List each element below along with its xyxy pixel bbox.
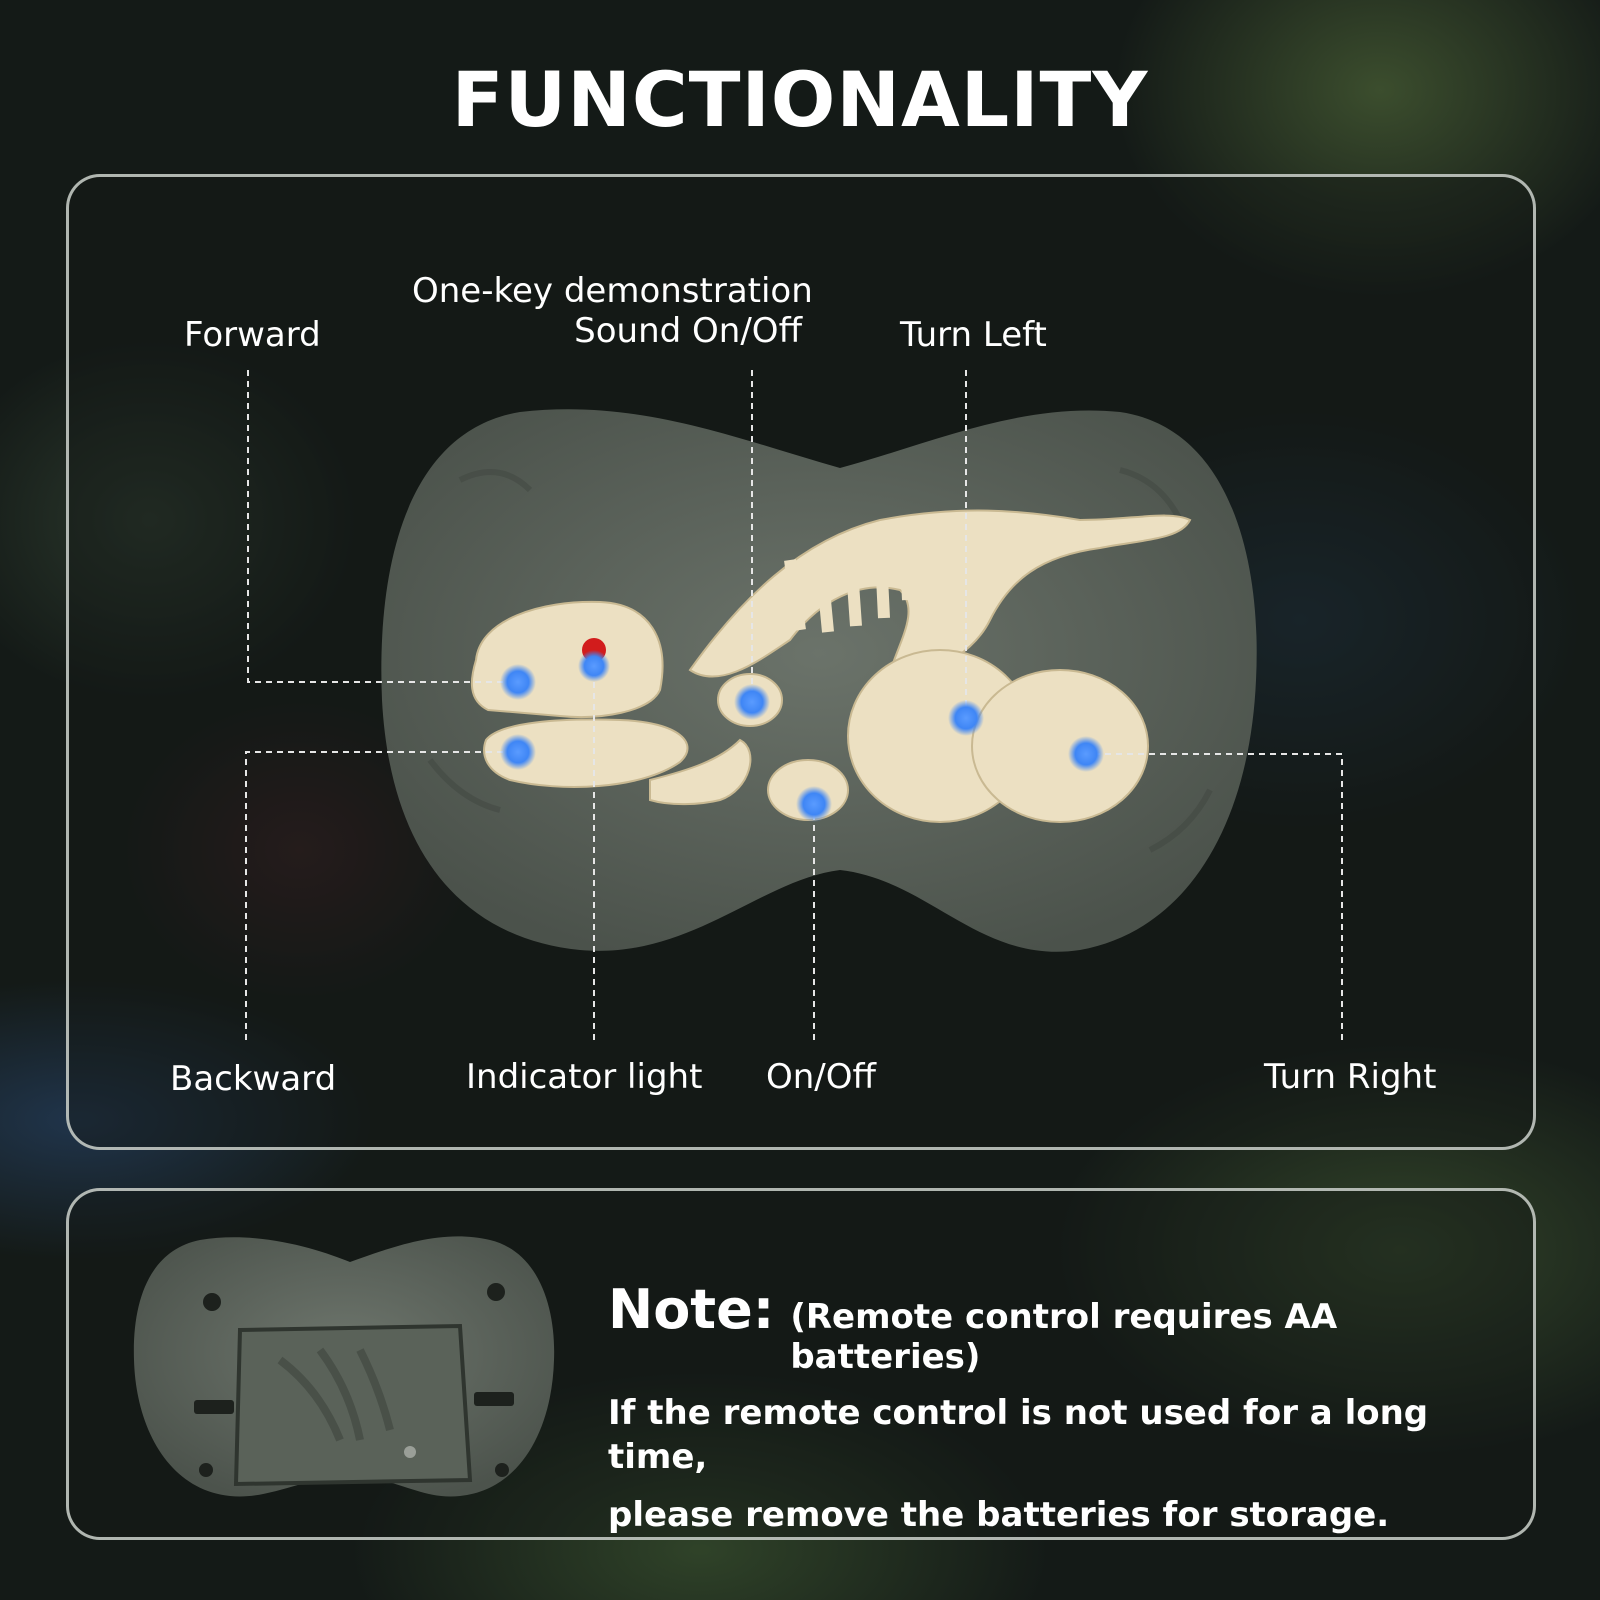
label-turn-right: Turn Right [1264, 1057, 1437, 1097]
screw-hole-br [495, 1463, 509, 1477]
screw-hole-tr [487, 1283, 505, 1301]
page-title: FUNCTIONALITY [451, 55, 1149, 144]
label-one-key-demo: One-key demonstration [412, 271, 813, 311]
leader-lines [245, 370, 1343, 1040]
forward-button-dot [500, 664, 536, 700]
note-line-1: If the remote control is not used for a … [608, 1393, 1429, 1477]
label-on-off: On/Off [766, 1057, 876, 1097]
fossil-ribs [784, 533, 914, 633]
note-title: Note: [608, 1278, 775, 1341]
button-dots [500, 650, 1104, 822]
battery-cover-texture [277, 1347, 394, 1442]
turn-right-button-dot [1068, 736, 1104, 772]
label-backward: Backward [170, 1059, 337, 1099]
label-turn-left: Turn Left [900, 315, 1047, 355]
fossil-claw [649, 738, 752, 806]
leader-turn-right [1086, 753, 1343, 1040]
note-line-2: please remove the batteries for storage. [608, 1495, 1390, 1535]
fossil-jaw [483, 718, 689, 788]
label-sound: Sound On/Off [574, 311, 802, 351]
cover-screw [404, 1446, 416, 1458]
indicator-dot [578, 650, 610, 682]
note-heading: Note: (Remote control requires AA batter… [608, 1278, 1508, 1377]
note-block: Note: (Remote control requires AA batter… [608, 1278, 1508, 1537]
sound-button-dot [734, 684, 770, 720]
slot-left [194, 1400, 234, 1414]
turn-left-button-dot [948, 700, 984, 736]
on-off-button-dot [796, 786, 832, 822]
note-subtitle: (Remote control requires AA batteries) [790, 1297, 1338, 1377]
backward-button-dot [500, 734, 536, 770]
leader-forward [247, 370, 518, 683]
label-forward: Forward [184, 315, 321, 355]
fossil-footprint-right [971, 669, 1149, 823]
leader-backward [245, 751, 518, 1040]
screw-hole-tl [203, 1293, 221, 1311]
label-indicator-light: Indicator light [466, 1057, 703, 1097]
slot-right [474, 1392, 514, 1406]
screw-hole-bl [199, 1463, 213, 1477]
remote-texture [427, 467, 1213, 853]
